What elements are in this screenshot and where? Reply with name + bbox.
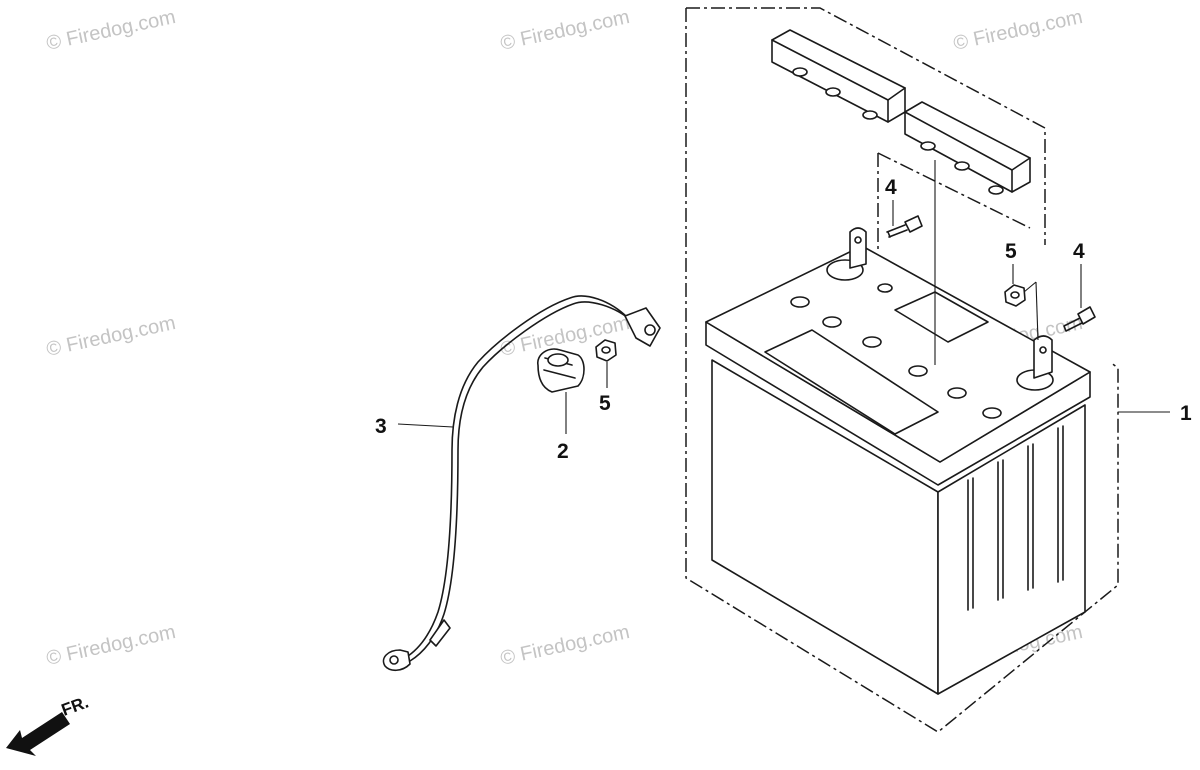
terminal-cap-lower [904, 101, 1031, 365]
callout-cable: 3 [375, 415, 387, 438]
assembly-outline [685, 7, 1119, 733]
watermark: © Firedog.com [498, 621, 631, 670]
bolt-left [886, 200, 923, 238]
direction-arrow-icon [6, 712, 70, 756]
callout-battery: 1 [1180, 402, 1192, 425]
watermark: © Firedog.com [498, 6, 631, 55]
watermark: © Firedog.com [44, 312, 177, 361]
terminal-cover [537, 348, 585, 434]
callout-nut-right: 5 [1005, 240, 1017, 263]
watermark: © Firedog.com [44, 6, 177, 55]
callout-nut-left: 5 [599, 392, 611, 415]
watermark: © Firedog.com [44, 621, 177, 670]
watermark: © Firedog.com [951, 6, 1084, 55]
callout-battery-cover: 2 [557, 440, 569, 463]
battery-cable [382, 295, 661, 672]
callout-bolt-left: 4 [885, 176, 897, 199]
front-direction-indicator: FR. [6, 693, 91, 756]
nut-left [595, 339, 617, 388]
battery [705, 227, 1091, 695]
terminal-cap-upper [771, 29, 906, 123]
direction-label: FR. [59, 693, 91, 720]
nut-right [1004, 264, 1039, 341]
bolt-right [1063, 264, 1096, 332]
callout-bolt-right: 4 [1073, 240, 1085, 263]
